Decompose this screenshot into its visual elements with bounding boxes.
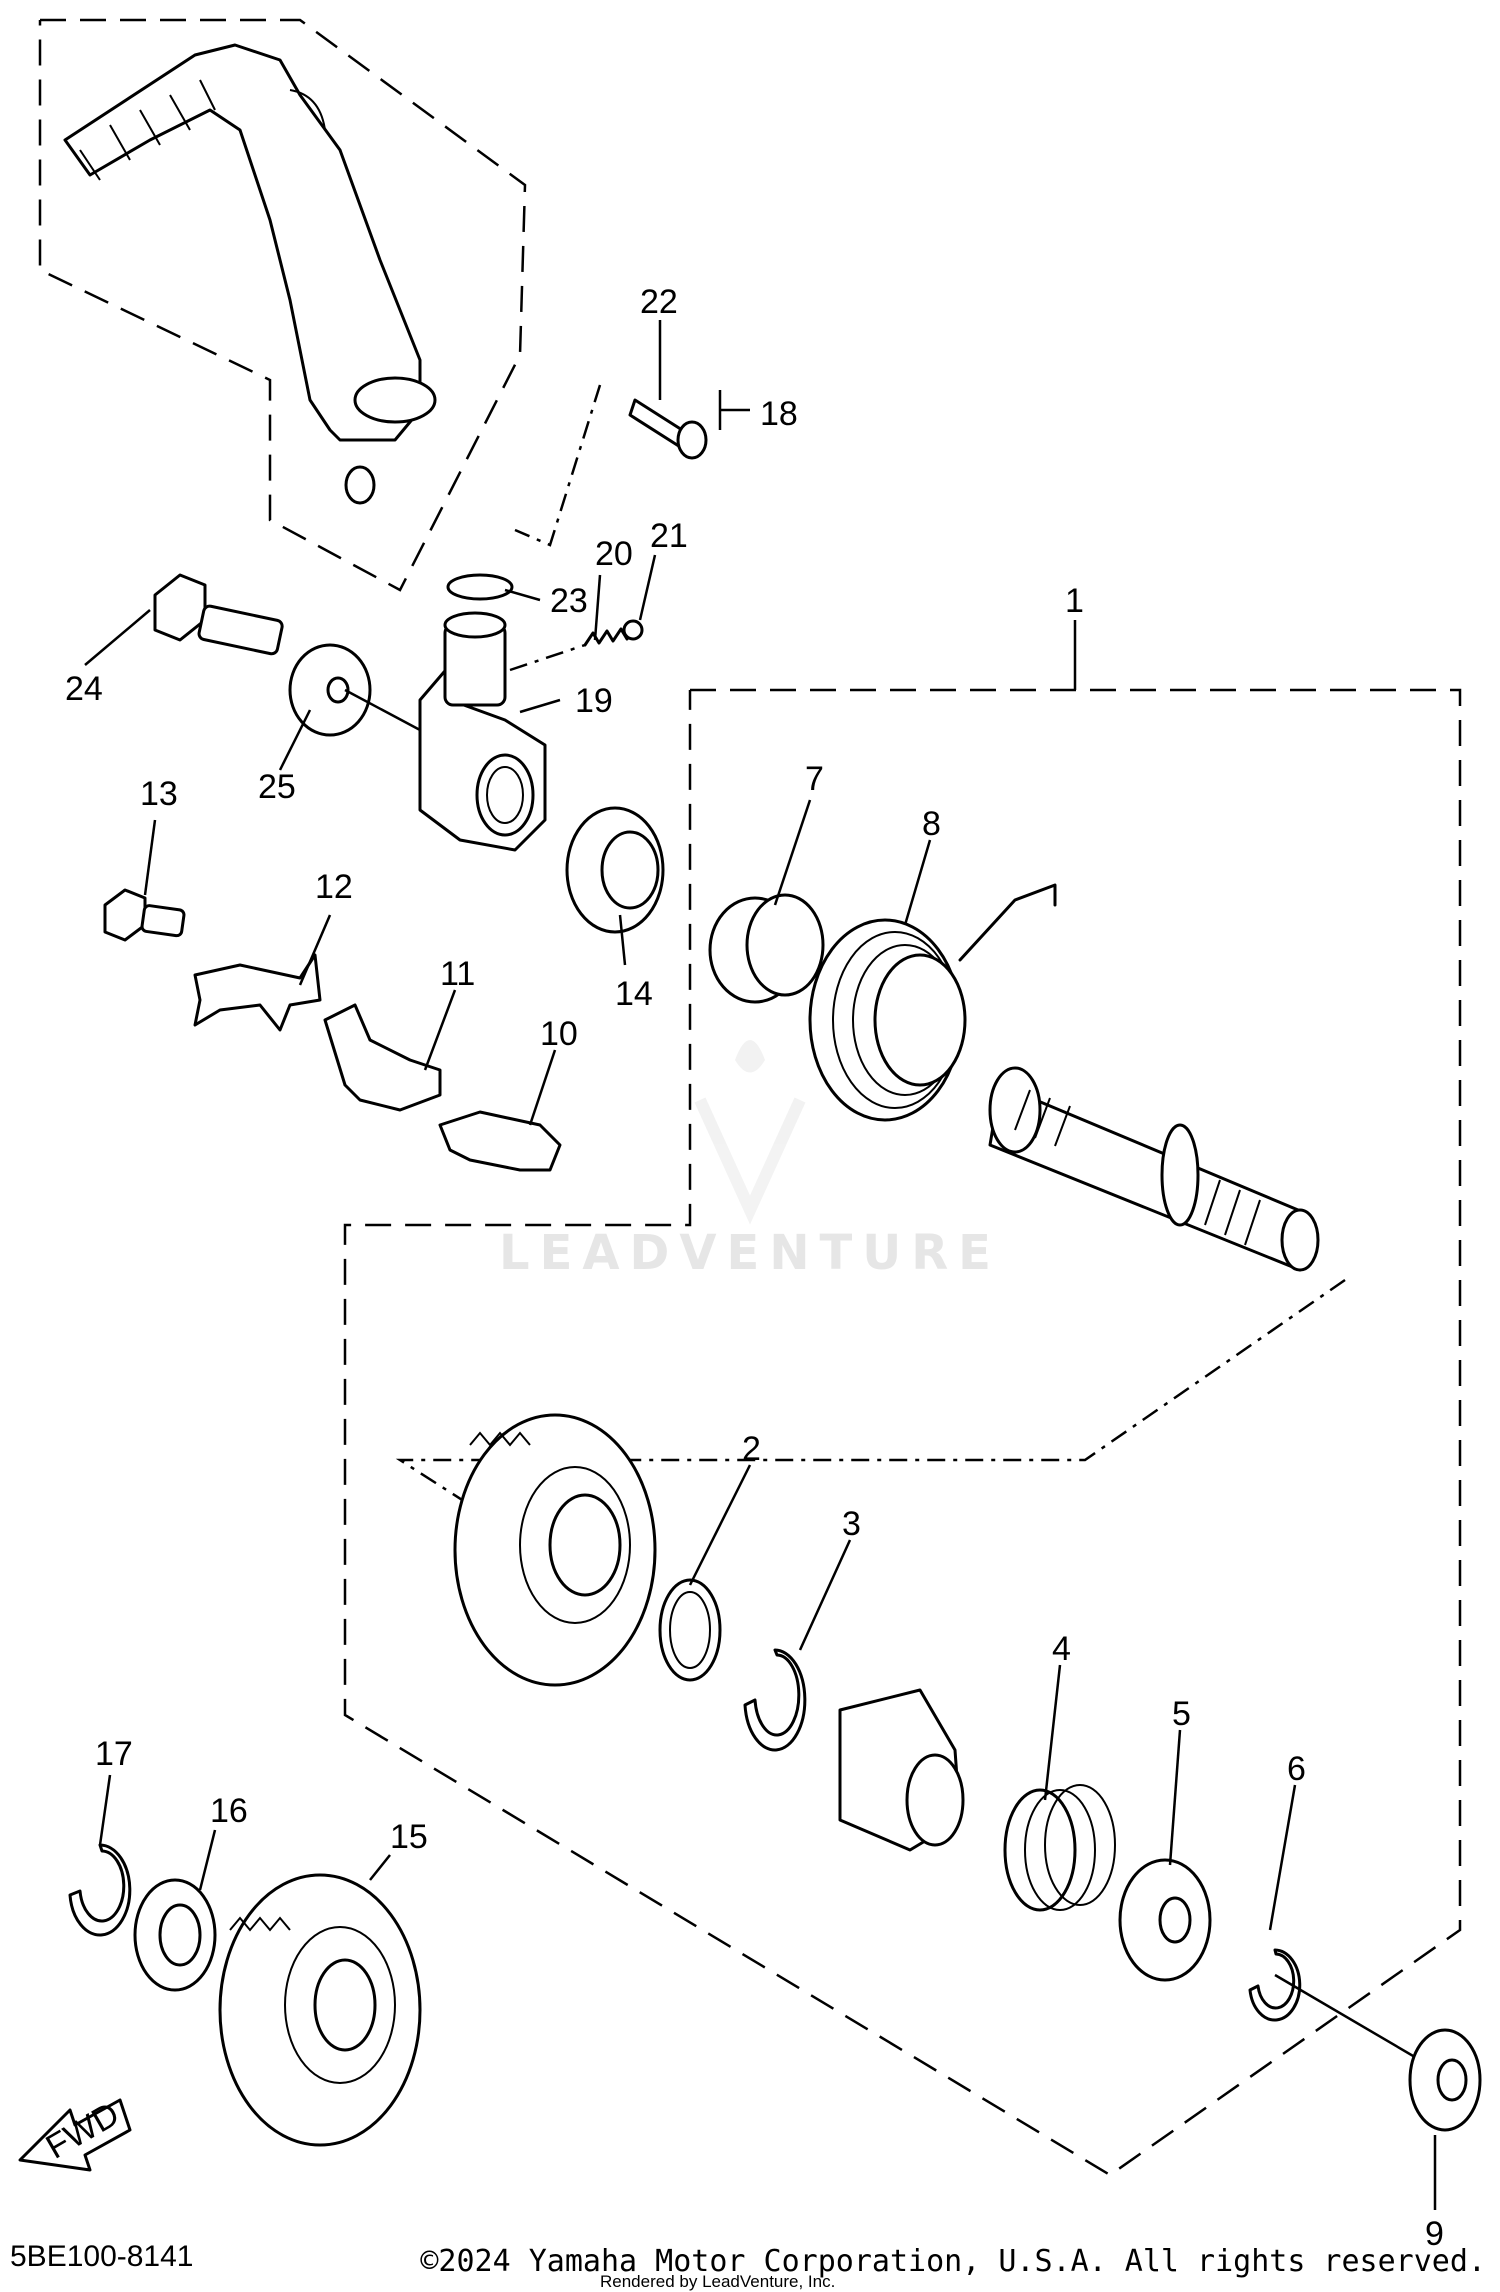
callout-11: 11 [440, 955, 475, 993]
kick-crank-boss[interactable] [418, 611, 547, 852]
leadventure-logo-mark [694, 1040, 806, 1225]
bolt-13[interactable] [103, 888, 186, 942]
diagram-reference-code: 5BE100-8141 [10, 2240, 194, 2273]
callout-5: 5 [1172, 1695, 1191, 1733]
callout-25: 25 [258, 768, 296, 806]
callout-22: 22 [640, 283, 678, 321]
clip-10[interactable] [438, 1110, 562, 1172]
callout-15: 15 [390, 1818, 428, 1856]
callout-14: 14 [615, 975, 653, 1013]
callout-23: 23 [550, 582, 588, 620]
kick-idle-gear-15[interactable] [218, 1873, 422, 2147]
ball-21[interactable] [622, 619, 644, 641]
ratchet[interactable] [838, 1688, 965, 1852]
callout-6: 6 [1287, 1750, 1306, 1788]
callout-3: 3 [842, 1505, 861, 1543]
callout-8: 8 [922, 805, 941, 843]
copyright-notice: ©2024 Yamaha Motor Corporation, U.S.A. A… [420, 2244, 1486, 2279]
callout-10: 10 [540, 1015, 578, 1053]
callout-21: 21 [650, 517, 688, 555]
washer-25[interactable] [288, 643, 372, 737]
washer-5[interactable] [1118, 1858, 1212, 1982]
circlip-17[interactable] [68, 1843, 132, 1937]
torsion-spring-8[interactable] [808, 883, 1057, 1122]
fwd-arrow-icon: FWD [18, 2095, 132, 2172]
kick-crank-arm[interactable] [63, 43, 437, 505]
leader-lines [84, 320, 1437, 2210]
callout-7: 7 [805, 760, 824, 798]
group-1-outline [343, 688, 1462, 2177]
callout-13: 13 [140, 775, 178, 813]
callout-1: 1 [1065, 582, 1084, 620]
bolt-24[interactable] [153, 573, 284, 656]
ratchet-guide-7[interactable] [708, 893, 825, 1004]
leadventure-watermark: LEADVENTURE [499, 1225, 1001, 1281]
callout-12: 12 [315, 868, 353, 906]
plate-12[interactable] [193, 953, 322, 1032]
circlip-6[interactable] [1248, 1948, 1302, 2022]
kick-gear-upper[interactable] [453, 1413, 657, 1687]
washer-9[interactable] [1408, 2028, 1482, 2132]
callout-4: 4 [1052, 1630, 1071, 1668]
callout-20: 20 [595, 535, 633, 573]
kick-axle[interactable] [988, 1066, 1320, 1272]
callout-9: 9 [1425, 2215, 1444, 2253]
spring-4[interactable] [1003, 1784, 1116, 1912]
assembly-line-9 [1274, 1973, 1421, 2062]
assembly-line-25 [344, 688, 421, 732]
callout-19: 19 [575, 682, 613, 720]
callout-17: 17 [95, 1735, 133, 1773]
washer-16[interactable] [133, 1878, 217, 1992]
group-18-outline [38, 18, 527, 592]
bolt-22[interactable] [628, 398, 708, 460]
oil-seal-14[interactable] [565, 806, 665, 934]
shim-2[interactable] [658, 1578, 722, 1682]
washer-23[interactable] [446, 573, 514, 601]
guide-11[interactable] [323, 1003, 442, 1112]
callout-numbers: 1 2 3 4 5 6 7 8 9 10 11 12 13 14 15 16 1… [65, 283, 1444, 2253]
callout-16: 16 [210, 1792, 248, 1830]
axle-assembly-lines [395, 1278, 1346, 1507]
callout-24: 24 [65, 670, 103, 708]
circlip-3[interactable] [743, 1648, 807, 1752]
rendered-by-credit: Rendered by LeadVenture, Inc. [600, 2272, 836, 2291]
callout-2: 2 [742, 1430, 761, 1468]
callout-18: 18 [760, 395, 798, 433]
